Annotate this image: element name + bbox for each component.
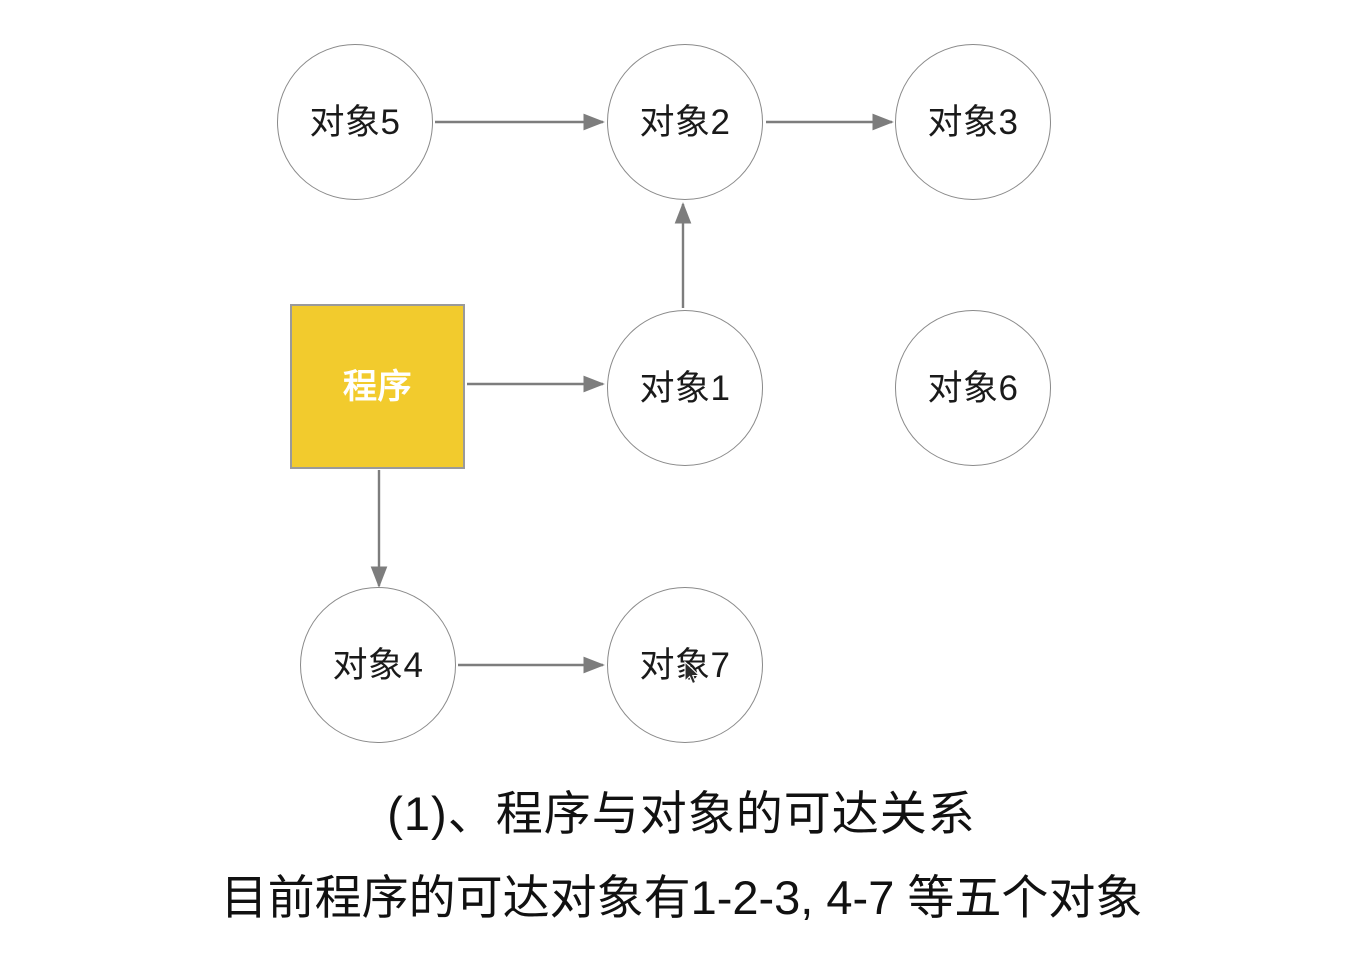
- node-program[interactable]: 程序: [290, 304, 465, 469]
- node-obj2[interactable]: 对象2: [607, 44, 763, 200]
- node-obj4-label: 对象4: [332, 645, 424, 685]
- node-obj6[interactable]: 对象6: [895, 310, 1051, 466]
- caption-title: (1)、程序与对象的可达关系: [387, 787, 976, 840]
- node-obj3-label: 对象3: [927, 102, 1019, 142]
- node-obj3[interactable]: 对象3: [895, 44, 1051, 200]
- node-obj2-label: 对象2: [639, 102, 731, 142]
- node-obj7[interactable]: 对象7: [607, 587, 763, 743]
- node-obj5-label: 对象5: [309, 102, 401, 142]
- node-program-label: 程序: [343, 367, 412, 406]
- node-obj7-label: 对象7: [639, 645, 731, 685]
- node-obj1-label: 对象1: [639, 368, 731, 408]
- node-obj1[interactable]: 对象1: [607, 310, 763, 466]
- node-obj6-label: 对象6: [927, 368, 1019, 408]
- node-obj5[interactable]: 对象5: [277, 44, 433, 200]
- caption-detail: 目前程序的可达对象有1-2-3, 4-7 等五个对象: [220, 871, 1143, 924]
- node-obj4[interactable]: 对象4: [300, 587, 456, 743]
